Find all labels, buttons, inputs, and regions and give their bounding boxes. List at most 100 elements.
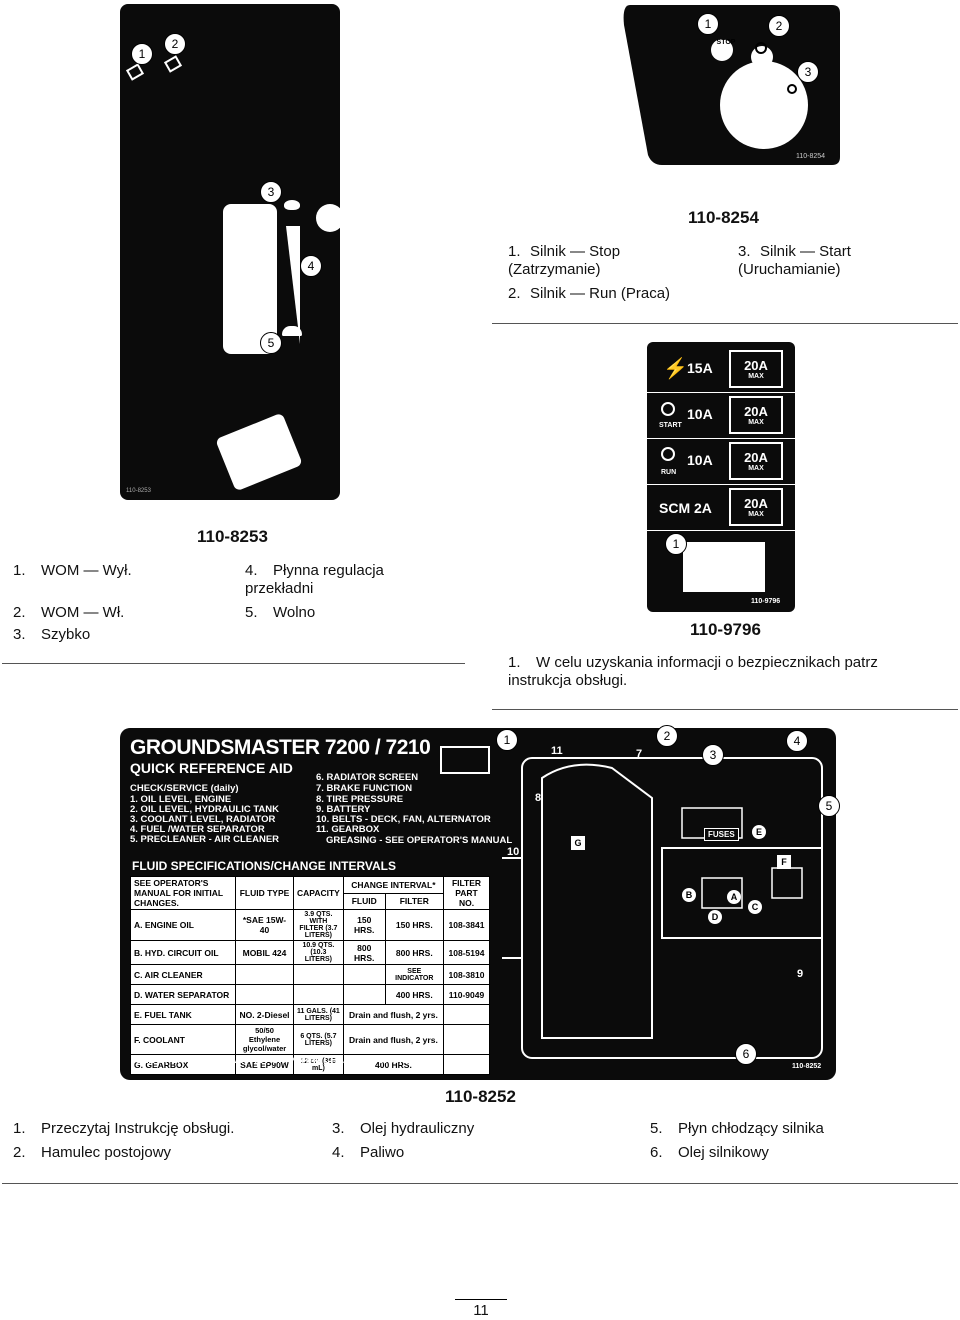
legend-num: 1. (508, 654, 521, 671)
legend-text: Płyn chłodzący silnika (678, 1120, 824, 1137)
cell-type: MOBIL 424 (235, 940, 294, 965)
fuse-amp: 20A (744, 404, 768, 419)
cell-fluid: Drain and flush, 2 yrs. (342, 1004, 445, 1025)
callout-8253-2: 2 (164, 33, 186, 55)
legend-text: Paliwo (360, 1144, 405, 1161)
legend-num: 3. (738, 243, 751, 260)
cell-name: A. ENGINE OIL (130, 909, 236, 941)
fuse-max: MAX (748, 373, 764, 380)
letter-f: F (777, 855, 791, 869)
fuse-amp: 20A (744, 450, 768, 465)
check-item: 6. RADIATOR SCREEN (316, 772, 419, 783)
callout-8253-3: 3 (260, 181, 282, 203)
legend-8254-2: 2.Silnik — Run (Praca) (508, 285, 728, 303)
legend-8254-1: 1.Silnik — Stop (Zatrzymanie) (508, 243, 668, 279)
decal-110-9796: ⚡ 15A 10A START 10A RUN SCM 2A 20A MAX 2… (647, 342, 795, 612)
legend-num: 4. (245, 562, 258, 579)
check-item: 5. PRECLEANER - AIR CLEANER (130, 834, 280, 845)
legend-text: Olej hydrauliczny (360, 1120, 475, 1137)
cell-part (443, 1024, 490, 1055)
diagram-label-11: 11 (551, 745, 563, 757)
fuse-start-label: START (659, 422, 682, 429)
callout-8254-1: 1 (697, 13, 719, 35)
run-key-icon (755, 42, 767, 54)
cell-filter: SEE INDICATOR (384, 964, 445, 985)
cell-cap (293, 964, 344, 985)
decal-110-8254 (622, 5, 840, 165)
fuse-max: MAX (748, 419, 764, 426)
page-number: 11 (473, 1302, 489, 1319)
check-item: 11. GEARBOX (316, 824, 380, 835)
cell-cap (293, 984, 344, 1005)
cell-type (235, 964, 294, 985)
legend-8252-4: 4. Paliwo (332, 1144, 632, 1162)
legend-text: Hamulec postojowy (41, 1144, 172, 1161)
fuse-10a-start: 10A (687, 406, 713, 422)
fuse-max: MAX (748, 511, 764, 518)
cell-part: 108-5194 (443, 940, 490, 965)
check-title: CHECK/SERVICE (daily) (130, 783, 239, 794)
th-filter-part: FILTER PART NO. (443, 876, 490, 910)
decal-110-8253-shape (216, 204, 340, 490)
callout-8252-5: 5 (818, 795, 840, 817)
legend-text: Wolno (273, 604, 316, 621)
callout-8253-1: 1 (131, 43, 153, 65)
qr-heading: GROUNDSMASTER 7200 / 7210 (130, 736, 431, 759)
check-item: 7. BRAKE FUNCTION (316, 783, 413, 794)
cell-type: 50/50 Ethylene glycol/water (235, 1024, 294, 1055)
table-row: D. WATER SEPARATOR 400 HRS. 110-9049 (130, 984, 490, 1005)
legend-8253-4: 4.Płynna regulacja przekładni (245, 562, 435, 598)
cell-filter: 400 HRS. (384, 984, 445, 1005)
legend-text: Płynna regulacja przekładni (245, 562, 384, 597)
legend-text: Silnik — Run (Praca) (530, 285, 671, 302)
letter-b: B (682, 888, 696, 902)
cell-part (443, 1004, 490, 1025)
table-row: F. COOLANT 50/50 Ethylene glycol/water 6… (130, 1024, 490, 1055)
machine-diagram (502, 757, 823, 1059)
cell-name: B. HYD. CIRCUIT OIL (130, 940, 236, 965)
legend-num: 6. (650, 1144, 663, 1161)
callout-9796-1: 1 (665, 533, 687, 555)
decal-110-8252: GROUNDSMASTER 7200 / 7210 QUICK REFERENC… (120, 728, 836, 1080)
part-print-8252: 110-8252 (792, 1063, 822, 1070)
fuses-label: FUSES (704, 828, 739, 841)
legend-text: Przeczytaj Instrukcję obsługi. (41, 1120, 235, 1137)
page-number-rule (455, 1299, 507, 1300)
footnote: *SEE OPERATOR'S MANUAL FOR INITIAL CHANG… (132, 1055, 442, 1066)
cell-cap: 11 GALS. (41 LITERS) (293, 1004, 344, 1025)
letter-c: C (748, 900, 762, 914)
legend-8253-5: 5.Wolno (245, 604, 435, 622)
legend-8252-5: 5.Płyn chłodzący silnika (650, 1120, 950, 1138)
check-item: 3. COOLANT LEVEL, RADIATOR (130, 814, 276, 825)
cell-fluid: 800 HRS. (342, 940, 386, 965)
start-key-icon (787, 84, 797, 94)
legend-num: 4. (332, 1144, 345, 1161)
decal-110-8254-shape (623, 5, 840, 165)
callout-8252-2: 2 (656, 725, 678, 747)
check-item: 9. BATTERY (316, 804, 371, 815)
stop-icon: STOP (716, 39, 736, 46)
cell-name: C. AIR CLEANER (130, 964, 236, 985)
legend-text: WOM — Wł. (41, 604, 125, 621)
legend-9796-1: 1.W celu uzyskania informacji o bezpiecz… (508, 654, 928, 690)
rabbit-icon (284, 200, 300, 210)
letter-d: D (708, 910, 722, 924)
cell-filter: 150 HRS. (384, 909, 445, 941)
th-fluid-item: SEE OPERATOR'S MANUAL FOR INITIAL CHANGE… (130, 876, 236, 910)
fuse-scm-2a: SCM 2A (659, 500, 712, 516)
legend-text: W celu uzyskania informacji o bezpieczni… (508, 654, 878, 689)
decal-110-8253: 110-8253 (120, 4, 340, 500)
legend-8252-1: 1.Przeczytaj Instrukcję obsługi. (13, 1120, 313, 1138)
legend-8252-2: 2.Hamulec postojowy (13, 1144, 313, 1162)
cell-type: NO. 2-Diesel (235, 1004, 294, 1025)
legend-8252-6: 6.Olej silnikowy (650, 1144, 950, 1162)
check-item: 1. OIL LEVEL, ENGINE (130, 794, 232, 805)
title-110-8253: 110-8253 (197, 527, 268, 546)
cell-name: E. FUEL TANK (130, 1004, 236, 1025)
legend-8254-3: 3.Silnik — Start (Uruchamianie) (738, 243, 898, 279)
fuse-20a-2: 20A MAX (729, 396, 783, 434)
cell-cap: 12 oz. (355 mL) (293, 1054, 344, 1075)
diagram-label-9: 9 (797, 968, 804, 980)
table-row: A. ENGINE OIL *SAE 15W-40 3.9 QTS. WITH … (130, 909, 490, 941)
diagram-label-8: 8 (535, 792, 542, 804)
